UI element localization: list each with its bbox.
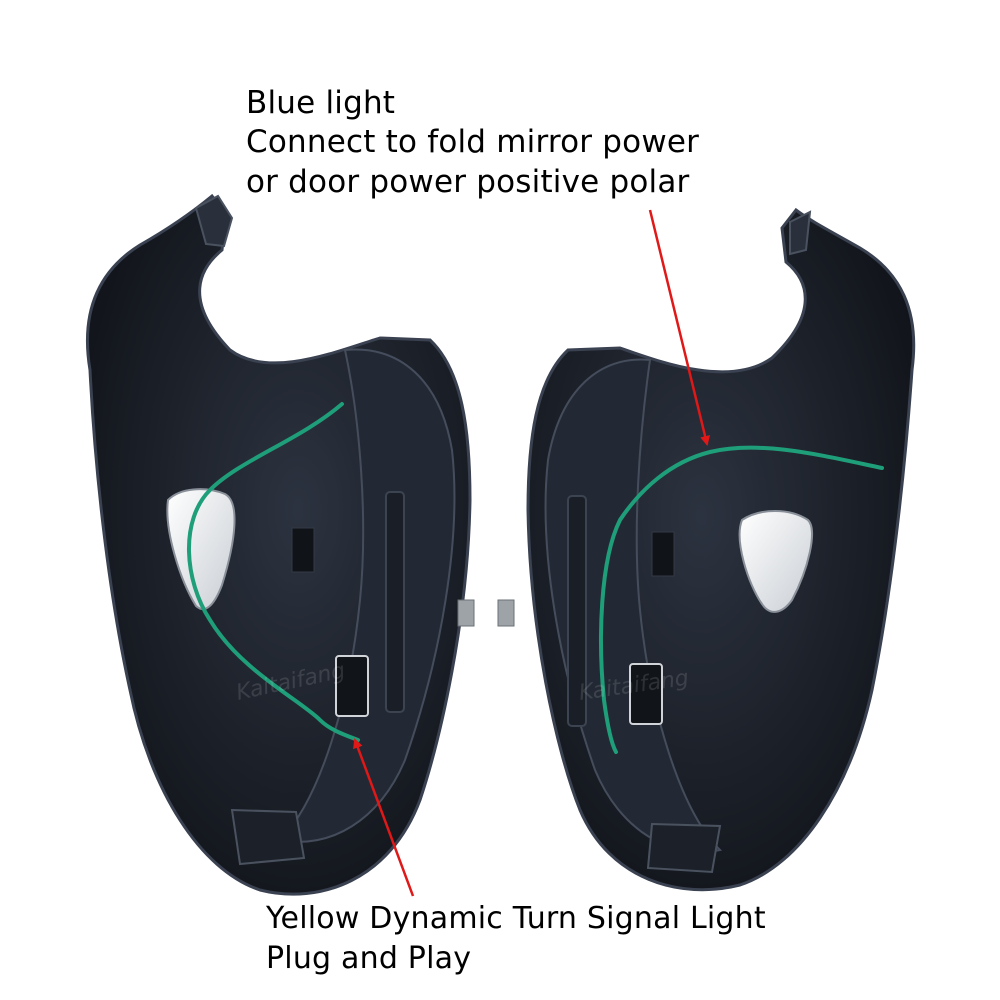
blue-light-arrow [648, 209, 710, 446]
right-cover-metal-tab [497, 599, 515, 627]
right-mirror-cover [497, 207, 916, 892]
left-mirror-cover [85, 193, 475, 896]
plug-and-play-caption: Plug and Play [266, 941, 472, 976]
right-cover-bottom-mount [646, 822, 722, 874]
left-cover-lens [166, 488, 236, 611]
right-cover-clip [651, 531, 675, 577]
turn-signal-arrow [353, 738, 415, 897]
turn-signal-title: Yellow Dynamic Turn Signal Light [266, 901, 766, 936]
blue-light-title: Blue light [246, 85, 396, 121]
right-cover-connector [629, 663, 663, 725]
left-cover-tab [194, 194, 234, 248]
right-cover-bracket [567, 495, 587, 727]
left-cover-wire [187, 402, 360, 742]
right-cover-tab [789, 210, 812, 256]
left-cover-inner-wall [277, 348, 456, 843]
left-cover-clip [291, 527, 315, 573]
blue-light-instruction-line-2: or door power positive polar [246, 164, 690, 200]
left-cover-metal-tab [457, 599, 475, 627]
right-cover-lens [738, 510, 813, 613]
left-cover-connector [335, 655, 369, 717]
right-cover-wire [599, 445, 884, 754]
blue-light-instruction-line-1: Connect to fold mirror power [246, 124, 700, 160]
left-cover-bottom-mount [230, 808, 306, 866]
left-cover-bracket [385, 491, 405, 713]
